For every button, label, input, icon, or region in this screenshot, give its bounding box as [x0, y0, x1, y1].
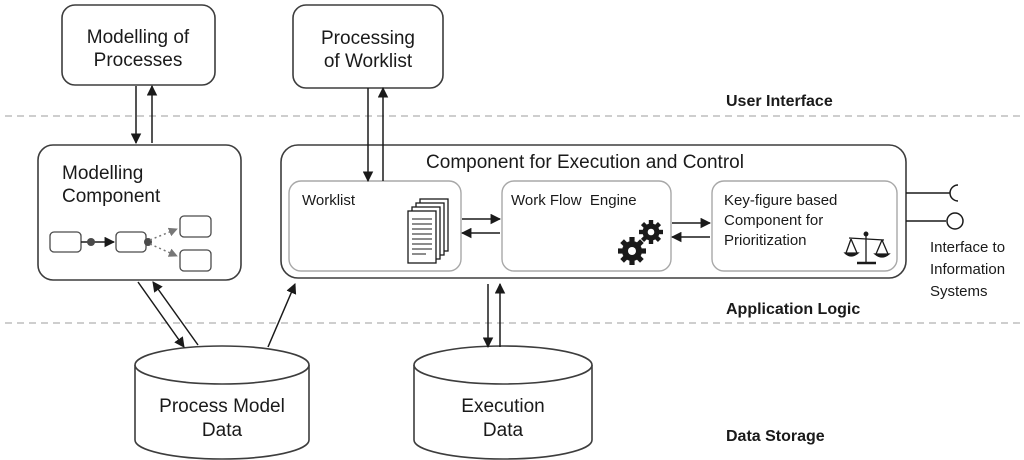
modelling-of-processes-box: Modelling of Processes	[61, 4, 216, 86]
processing-of-worklist-line1: Processing	[321, 28, 415, 49]
processing-of-worklist-box: Processing of Worklist	[292, 4, 444, 89]
execution-data-line2: Data	[483, 420, 524, 441]
workflow-engine-label: Work Flow Engine	[511, 192, 637, 209]
prioritization-line3: Prioritization	[724, 232, 807, 249]
prioritization-line1: Key-figure based	[724, 192, 837, 209]
modelling-component-line2: Component	[62, 186, 161, 207]
worklist-subcomponent: Worklist	[288, 180, 462, 272]
process-model-data-store: Process Model Data	[134, 345, 310, 460]
worklist-label: Worklist	[302, 192, 356, 209]
interface-label-line1: Interface to	[930, 239, 1005, 256]
layer-label-application-logic: Application Logic	[726, 301, 860, 318]
execution-control-title: Component for Execution and Control	[426, 152, 744, 173]
workflow-engine-subcomponent: Work Flow Engine	[501, 180, 672, 272]
process-model-data-line2: Data	[202, 420, 243, 441]
prioritization-line2: Component for	[724, 212, 823, 229]
gears-icon	[618, 220, 663, 265]
scales-icon	[843, 231, 891, 265]
prioritization-subcomponent: Key-figure based Component for Prioritiz…	[711, 180, 898, 272]
modelling-of-processes-line2: Processes	[94, 50, 183, 71]
modelling-component-line1: Modelling	[62, 163, 143, 184]
interface-connector-icon	[906, 184, 964, 230]
layer-label-user-interface: User Interface	[726, 93, 833, 110]
process-model-data-line1: Process Model	[159, 396, 285, 417]
process-model-sketch-icon	[49, 215, 212, 272]
execution-data-line1: Execution	[461, 396, 544, 417]
layer-label-data-storage: Data Storage	[726, 428, 825, 445]
connection-arrows	[130, 84, 712, 349]
modelling-of-processes-line1: Modelling of	[87, 27, 190, 48]
execution-data-store: Execution Data	[413, 345, 593, 460]
processing-of-worklist-line2: of Worklist	[324, 51, 413, 72]
interface-label-line2: Information	[930, 261, 1005, 278]
modelling-component-box: Modelling Component	[37, 144, 242, 281]
interface-label-line3: Systems	[930, 283, 988, 300]
documents-icon	[407, 198, 449, 264]
